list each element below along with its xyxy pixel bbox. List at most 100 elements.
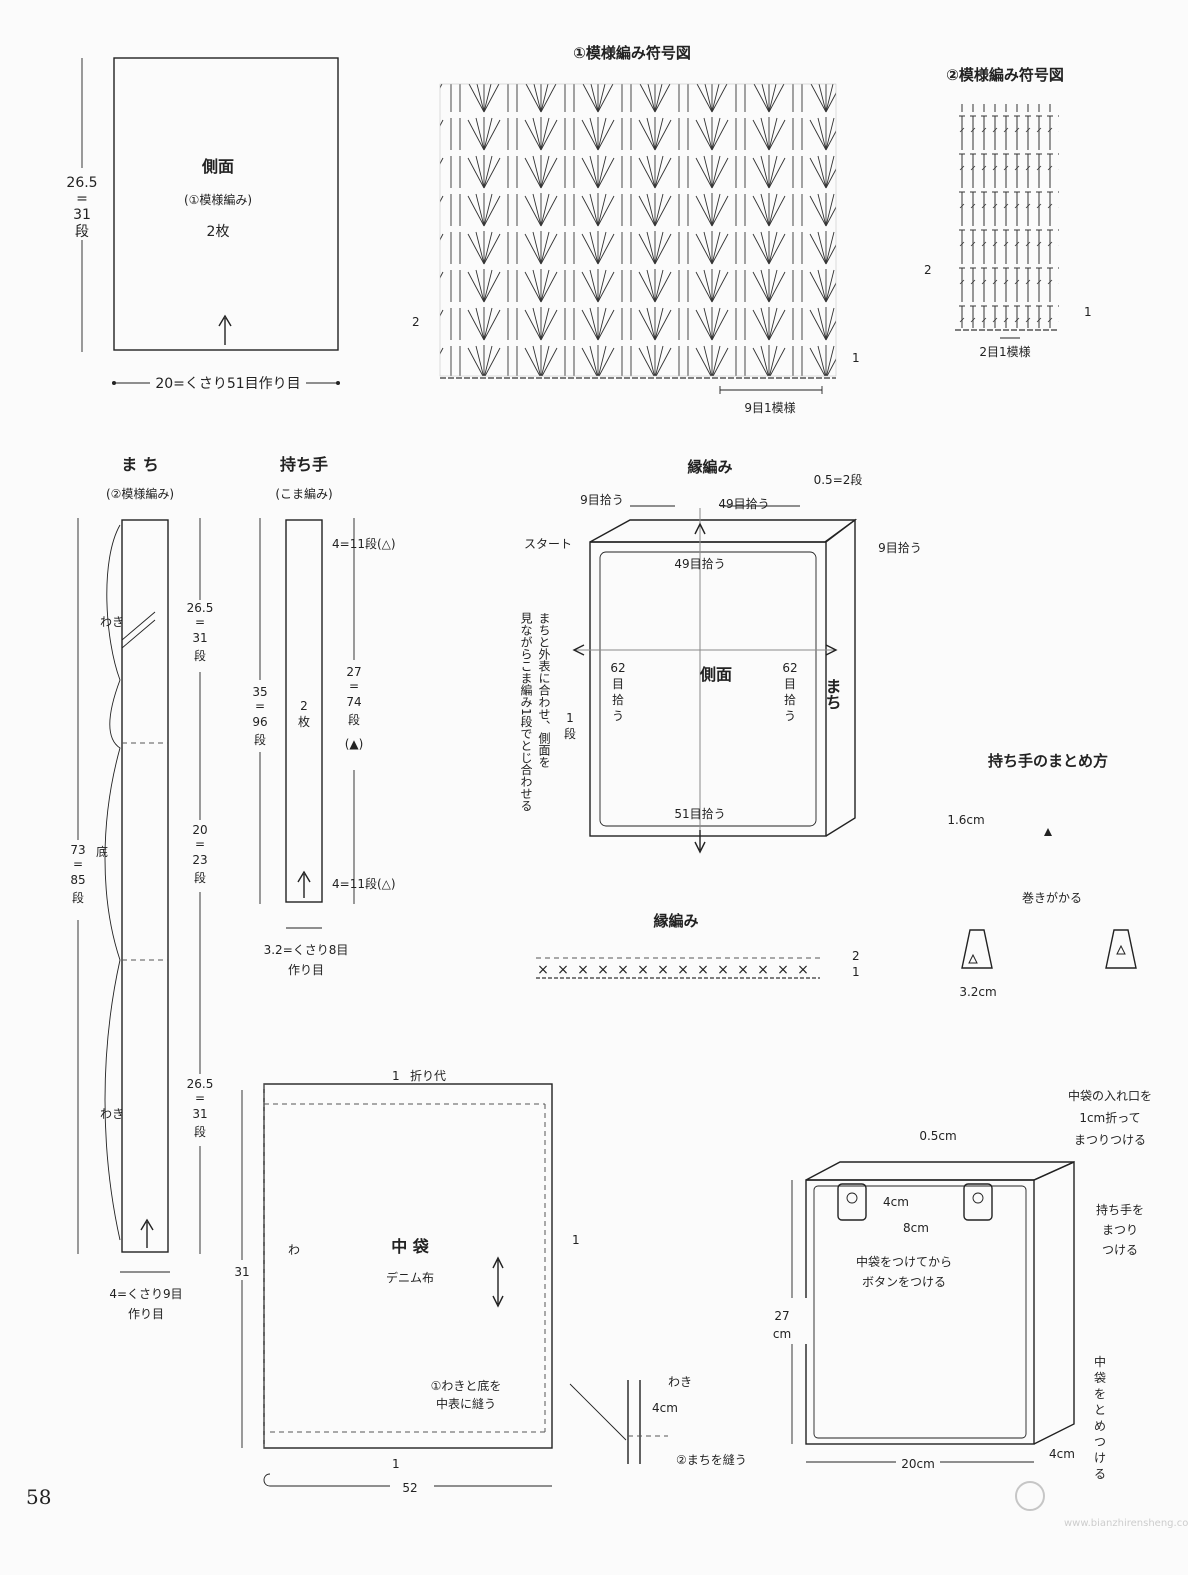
assembly-pick49-inner: 49目拾う (674, 556, 725, 571)
svg-text:=: = (73, 857, 83, 871)
finished-bag-drawing (770, 1025, 1075, 1472)
gusset-seg1-label: 26.5 = 31 段 (187, 601, 214, 663)
edging-row2: 2 (852, 949, 860, 963)
bag-height-unit: cm (773, 1327, 791, 1341)
bag-dim-8: 8cm (903, 1221, 929, 1235)
svg-text:まつりつける: まつりつける (1074, 1133, 1146, 1147)
bag-bottom-width: 20cm (901, 1457, 935, 1471)
svg-text:×: × (657, 962, 669, 978)
svg-text:拾: 拾 (612, 692, 624, 707)
svg-text:31: 31 (192, 1107, 207, 1121)
lining-bottom-num: 1 (392, 1457, 400, 1471)
svg-text:段: 段 (194, 870, 206, 885)
assembly-row1: 1 段 (564, 711, 576, 741)
page-number: 58 (26, 1485, 51, 1509)
lining-fabric: デニム布 (386, 1270, 434, 1285)
svg-text:×: × (617, 962, 629, 978)
pattern2-chart (955, 104, 1059, 339)
bag-handle-note: 持ち手を まつり つける (1096, 1202, 1144, 1257)
svg-text:段: 段 (254, 732, 266, 747)
assembly-gusset: まち (823, 678, 842, 710)
svg-text:段: 段 (72, 890, 84, 905)
pattern1-row1: 1 (852, 351, 860, 365)
gusset-waki-top: わき (100, 615, 124, 629)
svg-text:目: 目 (784, 677, 796, 691)
lining-fold: 折り代 (410, 1068, 446, 1083)
svg-text:=: = (195, 1091, 205, 1105)
svg-text:×: × (697, 962, 709, 978)
gusset-seg3-label: 26.5 = 31 段 (187, 1077, 214, 1139)
lining-title: 中 袋 (391, 1237, 430, 1256)
gusset-waki-bottom: わき (100, 1107, 124, 1121)
bag-lining-note: 中 袋 を と め つ け る (1094, 1354, 1106, 1481)
gusset-seg2-label: 20 = 23 段 (192, 823, 207, 885)
svg-text:つ: つ (1094, 1435, 1106, 1449)
pattern1-repeat: 9目1模様 (744, 401, 795, 415)
svg-text:=: = (349, 679, 359, 693)
svg-text:62: 62 (610, 661, 625, 675)
svg-text:×: × (757, 962, 769, 978)
svg-text:35: 35 (252, 685, 267, 699)
assembly-pick49-top: 49目拾う (718, 496, 769, 511)
bag-height-num: 27 (774, 1309, 789, 1323)
svg-text:www.bianzhirensheng.com: www.bianzhirensheng.com (1064, 1518, 1188, 1529)
bag-dim-4: 4cm (883, 1195, 909, 1209)
svg-text:×: × (537, 962, 549, 978)
svg-text:段: 段 (348, 712, 360, 727)
gusset-total-label: 73 = 85 段 (70, 843, 85, 905)
lining-height: 31 (234, 1265, 249, 1279)
pattern1-row2: 2 (412, 315, 420, 329)
svg-text:と: と (1094, 1403, 1106, 1417)
handle-finish-w2: 3.2cm (959, 985, 996, 999)
pattern2-row1: 1 (1084, 305, 1092, 319)
svg-text:26.5: 26.5 (66, 175, 97, 191)
assembly-pick9-left: 9目拾う (580, 492, 624, 507)
svg-text:×: × (597, 962, 609, 978)
svg-text:段: 段 (564, 726, 576, 741)
svg-text:=: = (195, 615, 205, 629)
svg-text:×: × (717, 962, 729, 978)
bag-button-note-1: 中袋をつけてから (856, 1254, 952, 1269)
handle-title: 持ち手 (280, 455, 328, 474)
lining-corner-cm: 4cm (652, 1401, 678, 1415)
svg-text:中袋の入れ口を: 中袋の入れ口を (1068, 1088, 1152, 1103)
lining-sew-note-2: 中表に縫う (436, 1396, 496, 1411)
assembly-note-col2: 見ながらこま編み1段でとじ合わせる (519, 612, 533, 812)
svg-text:う: う (784, 709, 796, 723)
svg-text:×: × (577, 962, 589, 978)
lining-wa: わ (288, 1243, 300, 1257)
gusset-strip (58, 518, 220, 1273)
bag-dim-05: 0.5cm (919, 1129, 956, 1143)
svg-text:目: 目 (612, 677, 624, 691)
gusset-title: ま ち (121, 455, 159, 474)
svg-text:1cm折って: 1cm折って (1079, 1110, 1140, 1125)
bag-bottom-gusset: 4cm (1049, 1447, 1075, 1461)
svg-text:×: × (557, 962, 569, 978)
svg-text:る: る (1094, 1467, 1106, 1481)
handle-stitch: (こま編み) (275, 486, 332, 501)
handle-strip (240, 518, 376, 929)
svg-text:26.5: 26.5 (187, 1077, 214, 1091)
svg-text:=: = (195, 837, 205, 851)
pattern1-chart (439, 83, 837, 394)
svg-text:31: 31 (73, 207, 91, 223)
svg-text:(▲): (▲) (345, 737, 364, 751)
handle-finish-title: 持ち手のまとめ方 (988, 752, 1108, 770)
gusset-bottom: 底 (96, 844, 108, 859)
assembly-pick62-left: 62 目 拾 う (610, 661, 625, 723)
svg-text:×: × (677, 962, 689, 978)
svg-text:を: を (1094, 1387, 1106, 1401)
gusset-width-label2: 作り目 (128, 1307, 164, 1321)
assembly-note-col1: まちと外表に合わせ、側面を (537, 612, 551, 768)
bag-inner-note: 中袋の入れ口を 1cm折って まつりつける (1068, 1088, 1152, 1147)
svg-text:まつり: まつり (1102, 1223, 1138, 1237)
side-panel-width-label: 20=くさり51目作り目 (155, 376, 300, 392)
svg-text:つける: つける (1102, 1243, 1138, 1257)
assembly-rows: 0.5=2段 (814, 472, 863, 487)
svg-text:73: 73 (70, 843, 85, 857)
lining-right-num: 1 (572, 1233, 580, 1247)
assembly-side: 側面 (699, 665, 732, 684)
lining-corner-waki: わき (668, 1375, 692, 1389)
handle-top-label: 4=11段(△) (332, 536, 396, 551)
